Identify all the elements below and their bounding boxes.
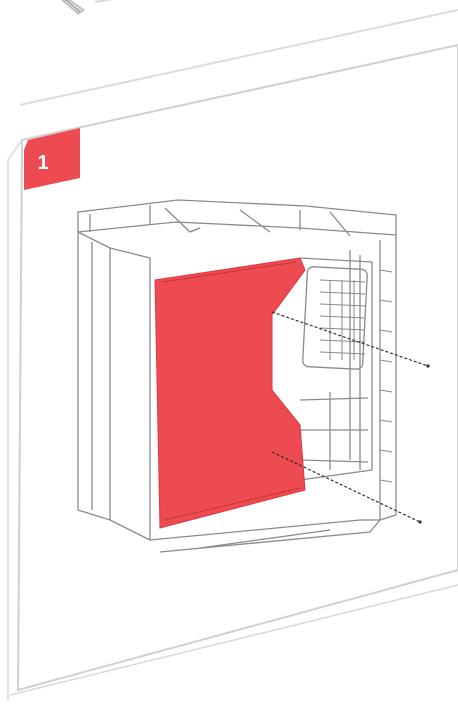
side-panel-highlight	[154, 257, 306, 529]
step-badge	[24, 128, 80, 190]
leader-lines	[271, 311, 429, 523]
screwdriver-handle-icon	[61, 0, 85, 15]
leader-endpoints	[418, 364, 430, 524]
previous-panel	[19, 0, 458, 106]
step-number: 1	[37, 152, 49, 174]
step-panel	[7, 43, 458, 700]
computer-case	[77, 199, 397, 553]
